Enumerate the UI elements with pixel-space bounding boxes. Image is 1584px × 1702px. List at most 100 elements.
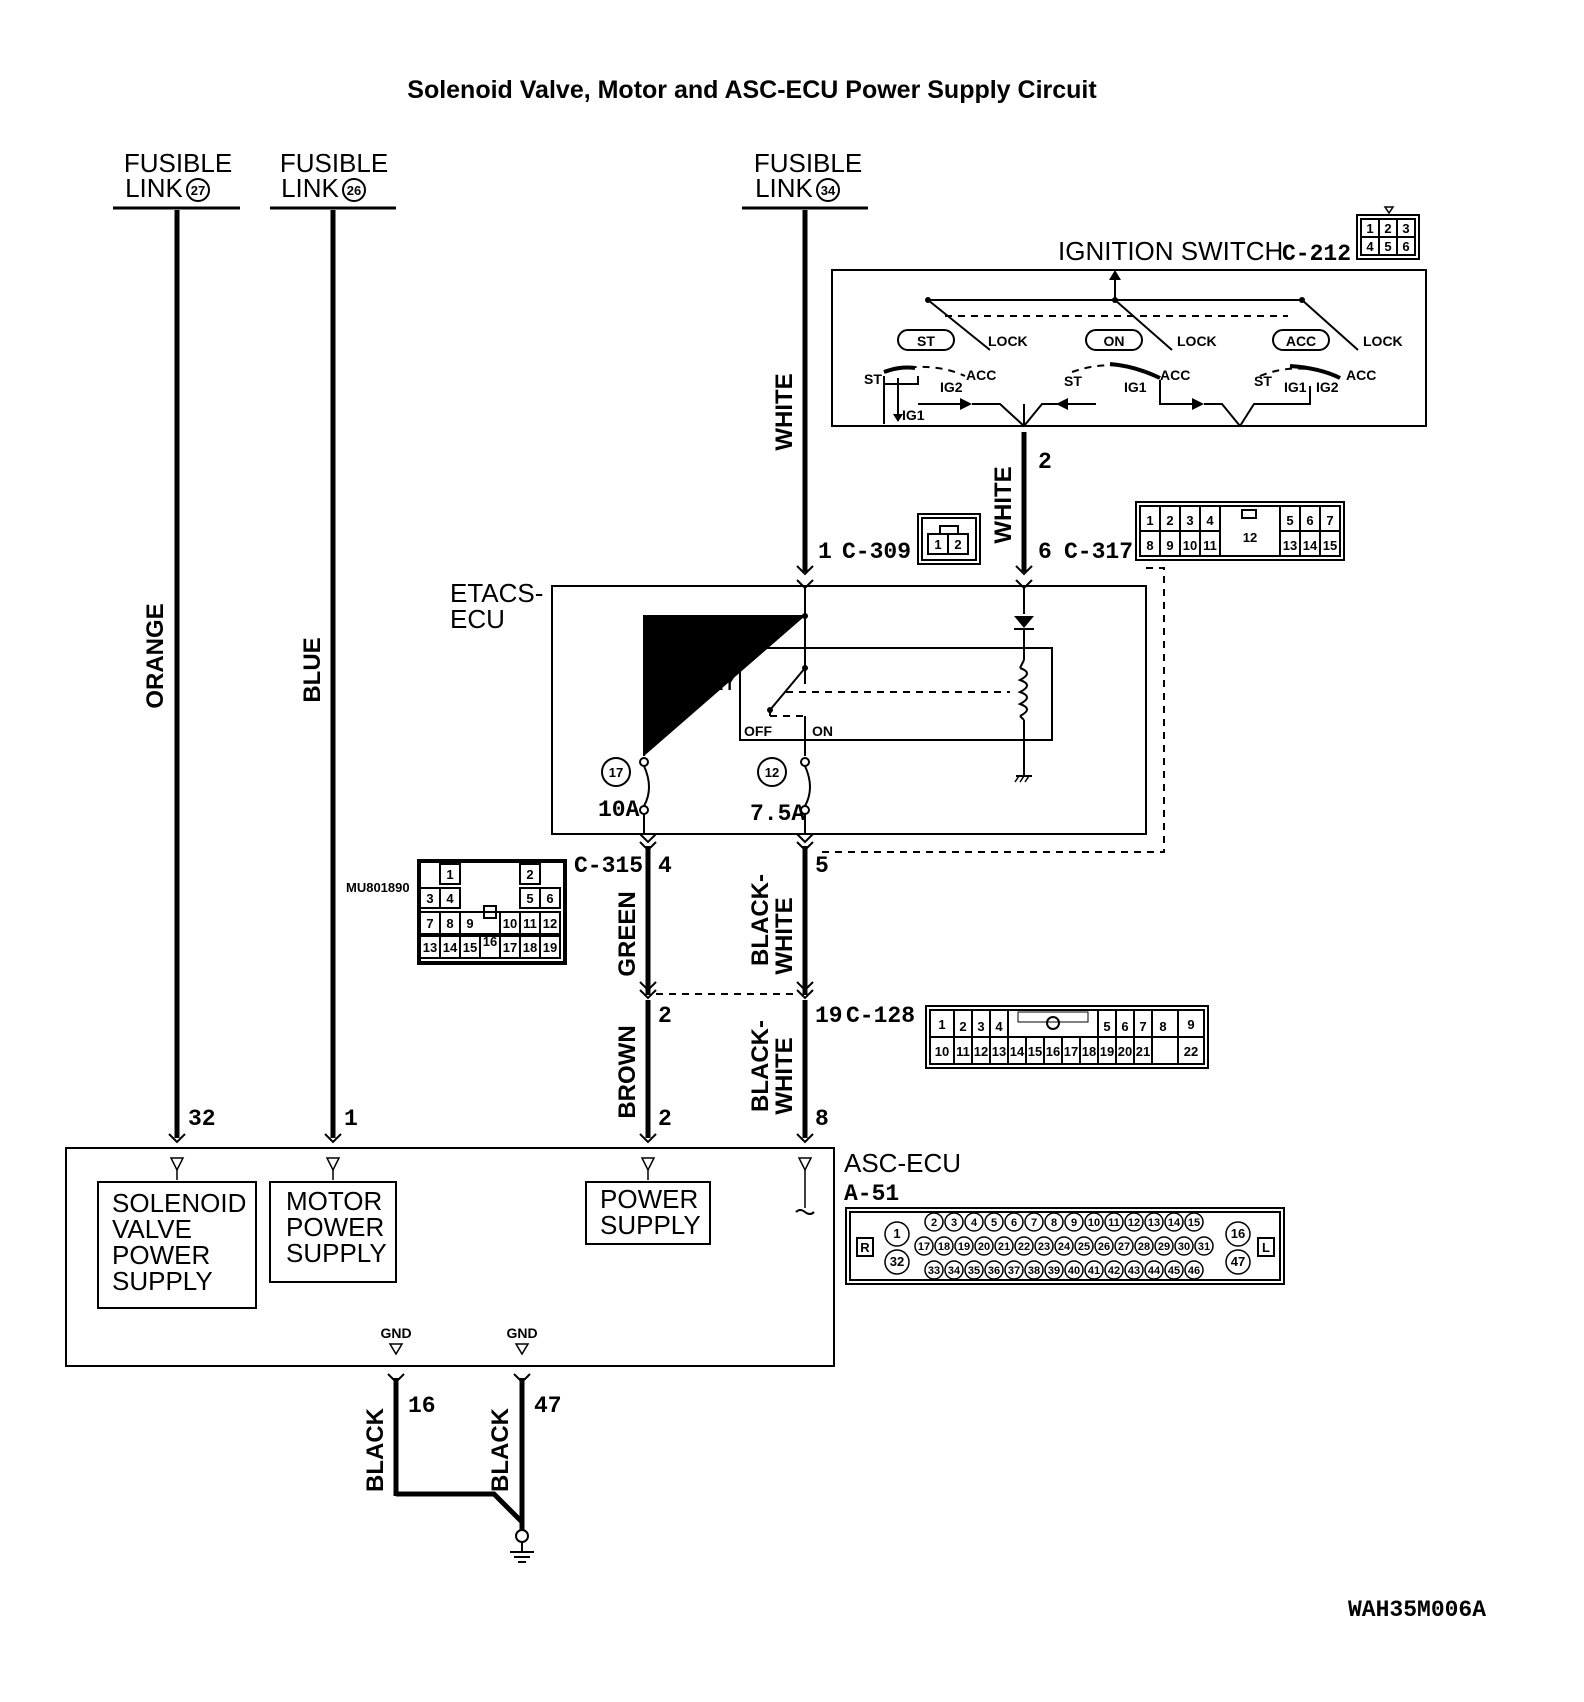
- fuse-17-rating: 10A: [598, 797, 640, 823]
- ignition-out-pin: 2: [1038, 449, 1052, 475]
- c317-name: C-317: [1064, 539, 1133, 565]
- c128-pin-19: 19: [1100, 1044, 1114, 1059]
- relay-off-label: OFF: [744, 723, 772, 739]
- a51-pin-40: 40: [1068, 1265, 1080, 1277]
- c309-pin-2: 2: [954, 537, 961, 552]
- etacs-box: [551, 585, 1147, 835]
- c317-connector-icon: 1 2 3 4 12 5 6 7 8 9 10 11 13 14 15: [1135, 501, 1345, 561]
- a51-pin-12-circle: [1124, 1212, 1144, 1232]
- orange-wire-label: ORANGE: [142, 603, 169, 708]
- a51-pin-28: 28: [1138, 1241, 1150, 1253]
- c309-connector-icon: 1 2: [917, 513, 981, 565]
- acc-label-2: ACC: [1160, 367, 1190, 383]
- fuse-17: [639, 757, 650, 834]
- ignition-switch: IGNITION SWITCH C-212 1 2 3 4 5 6: [831, 206, 1427, 427]
- c315-pin-15: 15: [463, 940, 477, 955]
- a51-pin-19-circle: [954, 1236, 974, 1256]
- a51-pin-21-circle: [994, 1236, 1014, 1256]
- c128-pin-11: 11: [956, 1044, 970, 1059]
- block2-line2: POWER: [286, 1212, 384, 1242]
- a51-pin-28-circle: [1134, 1236, 1154, 1256]
- c128-pin-17: 17: [1064, 1044, 1078, 1059]
- etacs-label-1: ETACS-: [450, 578, 543, 608]
- ignition-switch-label: IGNITION SWITCH: [1058, 236, 1283, 266]
- a51-pin-11-circle: [1104, 1212, 1124, 1232]
- c128-pin-9: 9: [1187, 1017, 1194, 1032]
- c315-pin-12: 12: [543, 916, 557, 931]
- a51-pin-45: 45: [1168, 1265, 1180, 1277]
- asc-ecu: 32 1 2 8 ASC-ECU A-51 SOLENOID VALVE POW…: [65, 1106, 961, 1367]
- a51-pin-6: 6: [1011, 1217, 1017, 1229]
- c317-pin-4: 4: [1206, 513, 1214, 528]
- a51-pin-22: 22: [1018, 1241, 1030, 1253]
- c315-pin-14: 14: [443, 940, 458, 955]
- c317-pin-7: 7: [1326, 513, 1333, 528]
- asc-ecu-label: ASC-ECU: [844, 1148, 961, 1178]
- a51-pin-16-circle: [1225, 1221, 1251, 1247]
- black-white-2-label-b: WHITE: [771, 1037, 798, 1114]
- block1-line1: SOLENOID: [112, 1188, 246, 1218]
- asc-pin-1: 1: [344, 1106, 358, 1132]
- a51-pin-11: 11: [1108, 1217, 1120, 1229]
- a51-pin-30-circle: [1174, 1236, 1194, 1256]
- c128-pin-10: 10: [935, 1044, 949, 1059]
- a51-pin-26: 26: [1098, 1241, 1110, 1253]
- block3-line1: POWER: [600, 1184, 698, 1214]
- c212-pin-2: 2: [1384, 221, 1391, 236]
- a51-pin-37: 37: [1008, 1265, 1020, 1277]
- fusible-link-27: FUSIBLE LINK 27: [113, 148, 240, 210]
- ground-symbol-icon: [510, 1529, 534, 1563]
- a51-pin-26-circle: [1094, 1236, 1114, 1256]
- a51-pin-47-circle: [1225, 1249, 1251, 1275]
- c128-connector-icon: 1 2 3 4 5 6 7 8 9 10 11 12 13 14 15 16 1…: [925, 1005, 1209, 1069]
- a51-pin-31: 31: [1198, 1241, 1210, 1253]
- lock-label-1: LOCK: [988, 333, 1028, 349]
- c317-pin-11: 11: [1203, 538, 1217, 553]
- etacs-label-2: ECU: [450, 604, 505, 634]
- c212-pin-3: 3: [1402, 221, 1409, 236]
- a51-pin-1-circle: [884, 1221, 910, 1247]
- a51-pin-39-circle: [1044, 1260, 1064, 1280]
- a51-pin-44: 44: [1148, 1265, 1161, 1277]
- a51-pin-32: 32: [890, 1254, 904, 1269]
- black-wire-label-1: BLACK: [362, 1407, 389, 1492]
- a51-pin-46-circle: [1184, 1260, 1204, 1280]
- a51-pin-15-circle: [1184, 1212, 1204, 1232]
- a51-pin-3: 3: [951, 1217, 957, 1229]
- lock-label-2: LOCK: [1177, 333, 1217, 349]
- a51-pin-33-circle: [924, 1260, 944, 1280]
- c212-pin-6: 6: [1402, 239, 1409, 254]
- black-white-1-label-b: WHITE: [771, 897, 798, 974]
- a51-side-r: R: [860, 1240, 870, 1255]
- a51-pin-9-circle: [1064, 1212, 1084, 1232]
- white-wire-ignition-label: WHITE: [990, 466, 1017, 543]
- c128-pin-a: 2: [658, 1003, 672, 1029]
- a51-pin-13-circle: [1144, 1212, 1164, 1232]
- a51-pin-42: 42: [1108, 1265, 1120, 1277]
- c317-pin-10: 10: [1183, 538, 1197, 553]
- fusible-link-26-number: 26: [347, 183, 361, 198]
- fusible-link-27-number: 27: [191, 183, 205, 198]
- a51-pin-29-circle: [1154, 1236, 1174, 1256]
- c309-pin: 1: [818, 539, 832, 565]
- a51-pin-24: 24: [1058, 1241, 1071, 1253]
- a51-pin-4: 4: [971, 1217, 978, 1229]
- c128-pin-21: 21: [1136, 1044, 1150, 1059]
- c315-pin-11: 11: [523, 916, 537, 931]
- switch-pos-st: [897, 329, 955, 351]
- a51-pin-35: 35: [968, 1265, 980, 1277]
- blue-wire-label: BLUE: [299, 637, 326, 702]
- c128-pin-18: 18: [1082, 1044, 1096, 1059]
- a51-pin-5: 5: [991, 1217, 997, 1229]
- switch-pos-acc-label: ACC: [1286, 333, 1316, 349]
- a51-pin-16: 16: [1231, 1226, 1245, 1241]
- c315-pin-5: 5: [526, 891, 533, 906]
- block3-line2: SUPPLY: [600, 1210, 701, 1240]
- a51-pin-37-circle: [1004, 1260, 1024, 1280]
- st-label-3: ST: [1254, 373, 1272, 389]
- a51-pin-41-circle: [1084, 1260, 1104, 1280]
- c315-pin-3: 3: [426, 891, 433, 906]
- a51-pin-45-circle: [1164, 1260, 1184, 1280]
- c317-pin-8: 8: [1146, 538, 1153, 553]
- c315-name: C-315: [574, 853, 643, 879]
